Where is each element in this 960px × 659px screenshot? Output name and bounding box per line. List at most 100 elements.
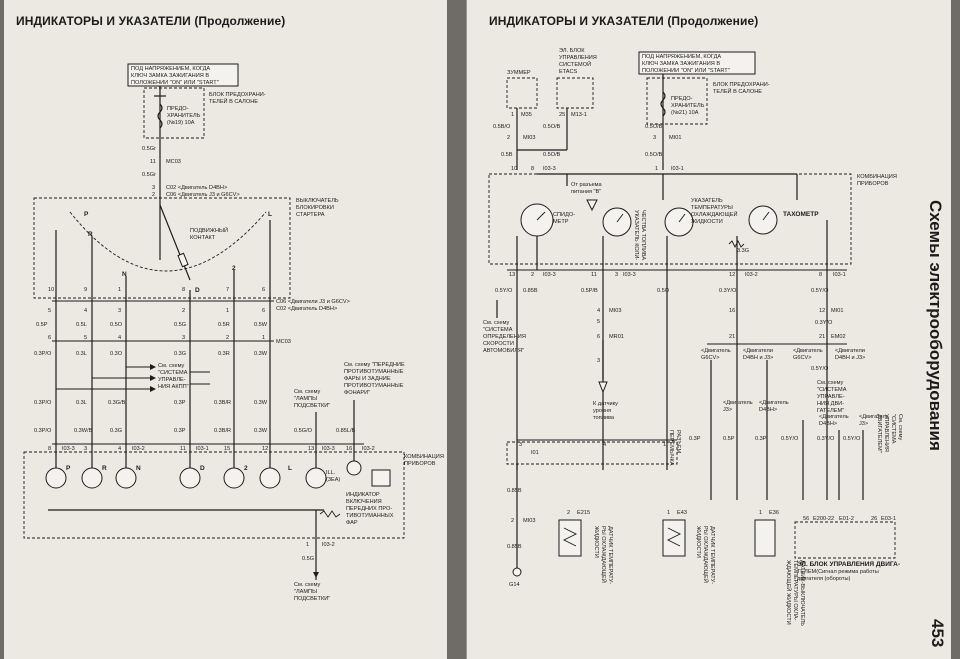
connector-label: E36 — [769, 510, 779, 516]
power-note-line-3: ПОЛОЖЕНИИ "ON" ИЛИ "START" — [642, 68, 730, 74]
svg-text:3: 3 — [615, 272, 618, 278]
page-title: ИНДИКАТОРЫ И УКАЗАТЕЛИ (Продолжение) — [16, 14, 286, 28]
connector-label: I01 — [531, 450, 539, 456]
pin-label: 2 — [507, 135, 510, 141]
wire-label: 0.3P — [755, 436, 767, 442]
svg-text:1: 1 — [226, 308, 229, 314]
coolant-sensor-1 — [558, 519, 582, 557]
pin-label: 8 — [531, 166, 534, 172]
engine-note2-line-4: ДВИГАТЕЛЕМ" — [876, 414, 882, 453]
temp-gauge-line-4: ЖИДКОСТИ — [691, 219, 723, 225]
pos-2: 2 — [232, 265, 236, 272]
indicator-lamps: P R N D 2 L — [45, 460, 362, 489]
connector-label: MR01 — [609, 334, 624, 340]
engine-note-line-4: НИЯ ДВИ- — [817, 401, 844, 407]
svg-text:8: 8 — [48, 446, 51, 452]
wire-label: 0.5Y/O — [843, 436, 861, 442]
backlight-note2-line-2: "ЛАМПЫ — [294, 589, 317, 595]
etacs-frame — [556, 77, 594, 109]
foglamp-note-line-1: См. схему "ПЕРЕДНИЕ — [344, 362, 405, 368]
ecu-label-line-1: ЭЛ. БЛОК УПРАВЛЕНИЯ ДВИГА- — [797, 561, 900, 568]
wire-label: 0.5Y/O — [811, 366, 829, 372]
contact-line-2: КОНТАКТ — [190, 235, 216, 241]
svg-text:56: 56 — [803, 516, 809, 522]
engine-label: D4BH и J3> — [835, 355, 865, 361]
akpp-note-line-2: "СИСТЕМА — [158, 370, 188, 376]
svg-text:0.3G/B: 0.3G/B — [108, 400, 126, 406]
backlight-note-line-2: "ЛАМПЫ — [294, 396, 317, 402]
ill-label-line-1: ILL. — [326, 470, 336, 476]
backlight-note-line-3: ПОДСВЕТКИ" — [294, 403, 330, 409]
svg-text:0.3W: 0.3W — [254, 428, 268, 434]
engine-label: <Двигатель — [701, 348, 731, 354]
wire-label: 0.5B — [501, 152, 513, 158]
sensor1-line-3: ЖИДКОСТИ — [593, 526, 599, 558]
engine-label: <Двигатель — [793, 348, 823, 354]
connector-label: EM02 — [831, 334, 846, 340]
tach-label: ТАХОМЕТР — [783, 211, 819, 218]
svg-text:2: 2 — [531, 272, 534, 278]
connector-label: MI01 — [669, 135, 681, 141]
svg-text:4: 4 — [84, 308, 87, 314]
wire-label: 0.5O/B — [645, 124, 663, 130]
svg-text:12: 12 — [262, 446, 268, 452]
power-note-line-2: КЛЮЧ ЗАМКА ЗАЖИГАНИЯ В — [131, 73, 209, 79]
etacs-line-2: УПРАВЛЕНИЯ — [559, 55, 597, 61]
wire-label: 0.5Y/O — [781, 436, 799, 442]
pin-label: 3 — [597, 358, 600, 364]
temp-gauge-line-1: УКАЗАТЕЛЬ — [691, 198, 723, 204]
fuel-gauge-line-2: ЧЕСТВА ТОПЛИВА — [640, 210, 646, 260]
svg-text:0.3W: 0.3W — [254, 400, 268, 406]
power-note-line-1: ПОД НАПРЯЖЕНИЕМ, КОГДА — [131, 66, 210, 72]
svg-text:I03-3: I03-3 — [623, 272, 636, 278]
cluster-label-line-1: КОМБИНАЦИЯ — [857, 174, 897, 180]
temp-gauge-line-3: ОХЛАЖДАЮЩЕЙ — [691, 210, 738, 218]
engine-label: <Двигатель — [819, 414, 849, 420]
resistor-label: 3.3G — [737, 248, 749, 254]
connector-label: MI03 — [523, 135, 535, 141]
svg-text:I03-3: I03-3 — [322, 446, 335, 452]
svg-text:1: 1 — [262, 335, 265, 341]
speed-note-line-1: См. схему — [483, 320, 510, 326]
connector-label: MI01 — [831, 308, 843, 314]
akpp-arrows — [56, 364, 210, 392]
moving-contact — [159, 204, 191, 281]
wire-label: 0.5O/B — [543, 124, 561, 130]
harness-line-2: ПЕРЕМЫЧКА — [668, 430, 674, 466]
svg-text:0.5R: 0.5R — [218, 322, 230, 328]
fuse-line-1: ПРЕДО- — [671, 96, 693, 102]
wire-label: 0.3Y/O — [719, 288, 737, 294]
pin-label: 3 — [152, 185, 155, 191]
right-wiring-diagram: ЗУММЕР ЭЛ. БЛОК УПРАВЛЕНИЯ СИСТЕМОЙ ETAC… — [483, 48, 903, 626]
power-note-box — [638, 51, 756, 75]
etacs-line-4: ETACS — [559, 69, 578, 75]
pin-label: 12 — [819, 308, 825, 314]
pin-label: 1 — [759, 510, 762, 516]
svg-text:L: L — [288, 465, 292, 472]
svg-text:2: 2 — [226, 335, 229, 341]
svg-text:9: 9 — [84, 287, 87, 293]
wire-label: 0.5G — [302, 556, 314, 562]
section-sidebar-title: Схемы электрооборудования — [926, 200, 945, 451]
fuse-block-line-1: БЛОК ПРЕДОХРАНИ- — [209, 92, 266, 98]
fuel-sensor-line-2: уровня — [593, 408, 611, 414]
fuse-line-3: (№21) 10А — [671, 110, 699, 116]
fog-indicator-line-1: ИНДИКАТОР — [346, 492, 380, 498]
svg-text:4: 4 — [118, 335, 121, 341]
starter-switch-line-2: БЛОКИРОВКИ — [296, 205, 334, 211]
engine-label: <Двигатели — [835, 348, 865, 354]
power-note-line-3: ПОЛОЖЕНИИ "ON" ИЛИ "START" — [131, 80, 219, 86]
pos-r: R — [88, 231, 93, 238]
connector-label: E43 — [677, 510, 687, 516]
svg-text:5: 5 — [48, 308, 51, 314]
wire-label: 0.5Gr — [142, 146, 156, 152]
wire-label: 0.5P/B — [581, 288, 598, 294]
engine-label: <Двигатель — [859, 414, 889, 420]
fuse-block-line-2: ТЕЛЕЙ В САЛОНЕ — [713, 87, 762, 95]
fog-indicator-line-5: ФАР — [346, 520, 358, 526]
connector-label: M13-1 — [571, 112, 587, 118]
connector-label: C02 <Двигатель D4BH> — [166, 185, 227, 191]
power-note-line-1: ПОД НАПРЯЖЕНИЕМ, КОГДА — [642, 54, 721, 60]
wire-label: 0.3Y/O — [817, 436, 835, 442]
svg-text:7: 7 — [226, 287, 229, 293]
